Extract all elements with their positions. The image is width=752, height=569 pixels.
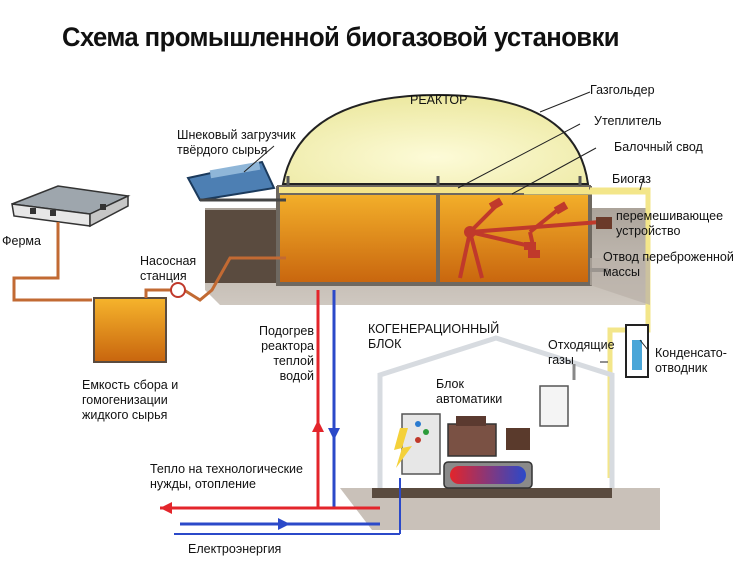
biogas-label: Биогаз xyxy=(612,172,651,186)
discharge-label: Отвод переброженной массы xyxy=(603,250,734,280)
tank-label-line1: Емкость сбора и xyxy=(82,378,179,392)
farm-building xyxy=(11,185,131,228)
cogen-label-line1: КОГЕНЕРАЦИОННЫЙ xyxy=(368,322,500,336)
collection-tank xyxy=(93,297,167,363)
cogen-label: КОГЕНЕРАЦИОННЫЙ БЛОК xyxy=(368,322,499,352)
condensate-label-line2: отводник xyxy=(655,361,708,375)
page-title: Схема промышленной биогазовой установки xyxy=(62,22,620,52)
heating-label-line4: водой xyxy=(279,369,314,383)
exhaust-label-line1: Отходящие xyxy=(548,338,615,352)
discharge-label-line1: Отвод переброженной xyxy=(603,250,734,264)
heating-label-line2: реактора xyxy=(261,339,314,353)
heating-label: Подогрев реактора теплой водой xyxy=(242,324,314,384)
generator-box xyxy=(539,385,569,427)
radiator xyxy=(506,428,530,450)
mixer-label-line1: перемешивающее xyxy=(616,209,724,223)
tank-label: Емкость сбора и гомогенизации жидкого сы… xyxy=(82,378,178,423)
heat-label-line1: Тепло на технологические xyxy=(150,462,303,476)
heating-label-line3: теплой xyxy=(273,354,314,368)
electricity-label: Електроэнергия xyxy=(188,542,282,556)
farm-label: Ферма xyxy=(2,234,41,248)
condensate-label-line1: Конденсато- xyxy=(655,346,727,360)
mixer-label: перемешивающее устройство xyxy=(616,209,723,239)
automation-label: Блок автоматики xyxy=(436,377,502,407)
gasholder-dome xyxy=(281,93,590,185)
cogen-floor xyxy=(372,488,612,498)
automation-label-line2: автоматики xyxy=(436,392,503,406)
exhaust-label: Отходящие газы xyxy=(548,338,615,368)
cogen-ground xyxy=(340,488,660,530)
insulation-label: Утеплитель xyxy=(594,114,662,128)
screw-loader-label-line2: твёрдого сырья xyxy=(177,143,268,157)
pump-icon xyxy=(170,282,186,298)
cogen-label-line2: БЛОК xyxy=(368,337,402,351)
screw-loader xyxy=(186,160,286,202)
reactor-tank xyxy=(276,186,592,286)
mixer-label-line2: устройство xyxy=(616,224,681,238)
tank-label-line2: гомогенизации xyxy=(82,393,168,407)
gasholder-label: Газгольдер xyxy=(590,83,655,97)
heat-label-line2: нужды, отопление xyxy=(150,477,256,491)
control-cabinet xyxy=(401,413,441,475)
mixer-motor xyxy=(596,217,612,229)
pump-label-line2: станция xyxy=(140,269,187,283)
heat-label: Тепло на технологические нужды, отоплени… xyxy=(150,462,303,492)
cogen-house-outline xyxy=(377,335,615,488)
reactor-label: РЕАКТОР xyxy=(410,93,468,107)
discharge-label-line2: массы xyxy=(603,265,641,279)
tank-to-reactor-pipe xyxy=(144,288,172,298)
engine-block xyxy=(447,423,497,457)
tank-label-line3: жидкого сырья xyxy=(82,408,168,422)
heating-label-line1: Подогрев xyxy=(258,324,314,338)
screw-loader-label-line1: Шнековый загрузчик xyxy=(177,128,296,142)
farm-to-tank-pipe xyxy=(12,222,92,302)
screw-loader-label: Шнековый загрузчик твёрдого сырья xyxy=(177,128,296,158)
automation-label-line1: Блок xyxy=(436,377,464,391)
pump-label-line1: Насосная xyxy=(140,254,197,268)
exhaust-label-line2: газы xyxy=(548,353,574,367)
beam-vault-label: Балочный свод xyxy=(614,140,703,154)
pump-label: Насосная станция xyxy=(140,254,196,284)
condensate-label: Конденсато- отводник xyxy=(655,346,727,376)
